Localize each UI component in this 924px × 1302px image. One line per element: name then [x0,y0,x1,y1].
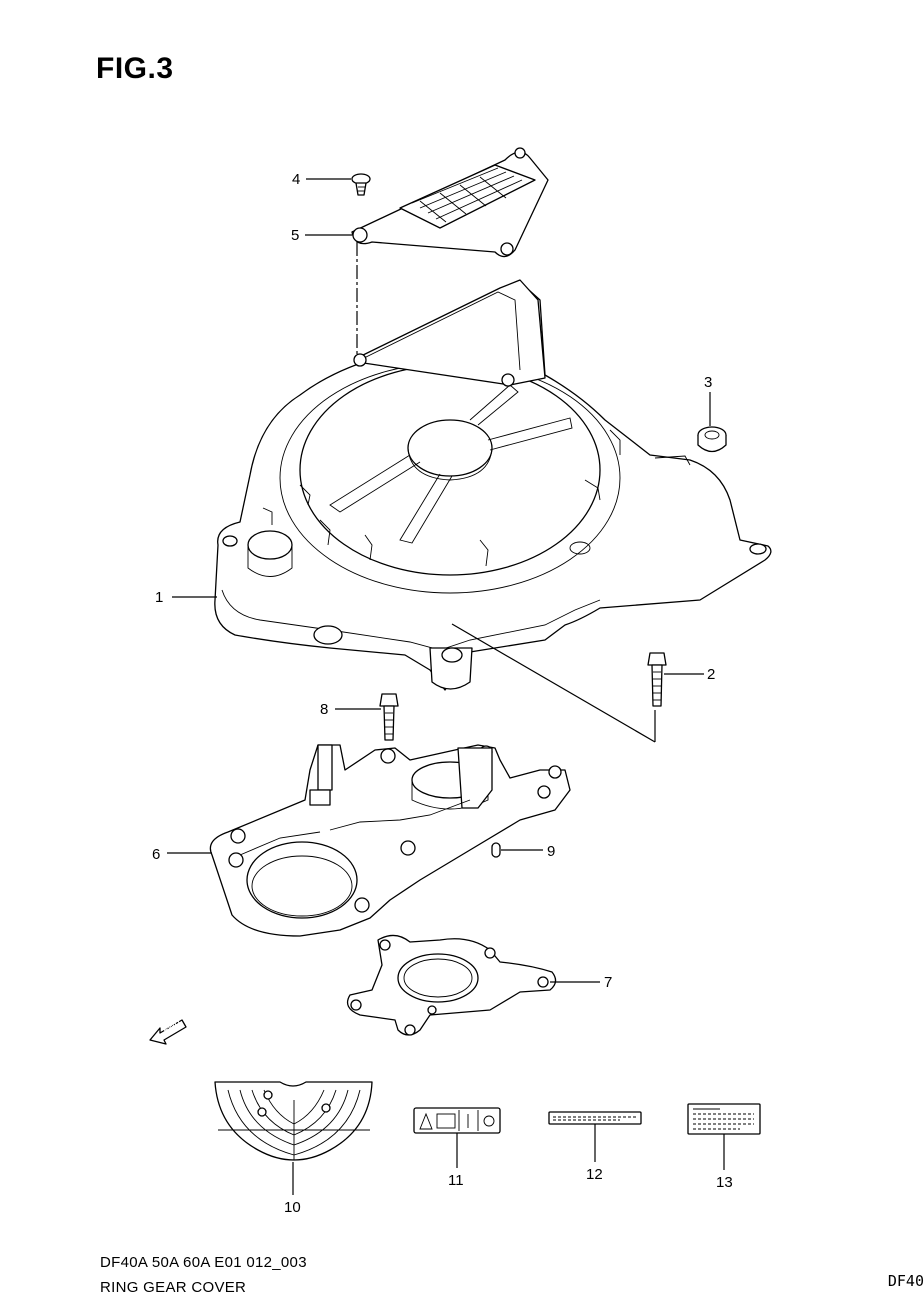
part-5-cover-plate[interactable] [351,147,549,258]
callout-6: 6 [152,846,212,863]
part-11-decal[interactable] [413,1107,501,1134]
svg-text:6: 6 [152,846,160,863]
svg-text:9: 9 [547,843,555,860]
part-7-gasket[interactable] [346,934,557,1036]
corner-model-label: DF40 [887,1272,924,1290]
diagram-name: RING GEAR COVER [100,1279,247,1296]
callout-12: 12 [586,1124,603,1183]
svg-text:8: 8 [320,701,328,718]
callout-2: 2 [664,666,715,683]
svg-text:11: 11 [448,1172,464,1189]
part-4-screw[interactable] [351,173,371,196]
callout-13: 13 [716,1134,733,1191]
callout-7: 7 [550,974,612,991]
callout-10: 10 [284,1162,301,1216]
part-2-bolt[interactable] [647,652,667,707]
callout-11: 11 [448,1133,464,1189]
fwd-arrow-icon: FWD [149,1018,187,1045]
part-10-label[interactable] [214,1081,373,1161]
svg-text:3: 3 [704,374,712,391]
part-6-bracket[interactable] [209,744,571,937]
svg-text:4: 4 [292,171,300,188]
part-9-pin[interactable] [491,842,501,858]
figure-title: FIG.3 [96,52,174,85]
part-12-label[interactable] [548,1111,642,1125]
svg-text:13: 13 [716,1174,733,1191]
svg-text:2: 2 [707,666,715,683]
svg-text:7: 7 [604,974,612,991]
svg-text:10: 10 [284,1199,301,1216]
svg-text:1: 1 [155,589,163,606]
callout-9: 9 [501,843,555,860]
part-8-bolt[interactable] [379,693,399,741]
part-1-ring-gear-cover[interactable] [214,279,772,691]
callout-1: 1 [155,589,217,606]
callout-4: 4 [292,171,351,188]
part-3-grommet[interactable] [697,426,727,453]
callout-3: 3 [704,374,712,426]
part-13-label[interactable] [687,1103,761,1135]
svg-text:5: 5 [291,227,299,244]
svg-text:12: 12 [586,1166,603,1183]
callout-8: 8 [320,701,381,718]
callout-5: 5 [291,227,352,244]
diagram-code: DF40A 50A 60A E01 012_003 [100,1254,307,1271]
